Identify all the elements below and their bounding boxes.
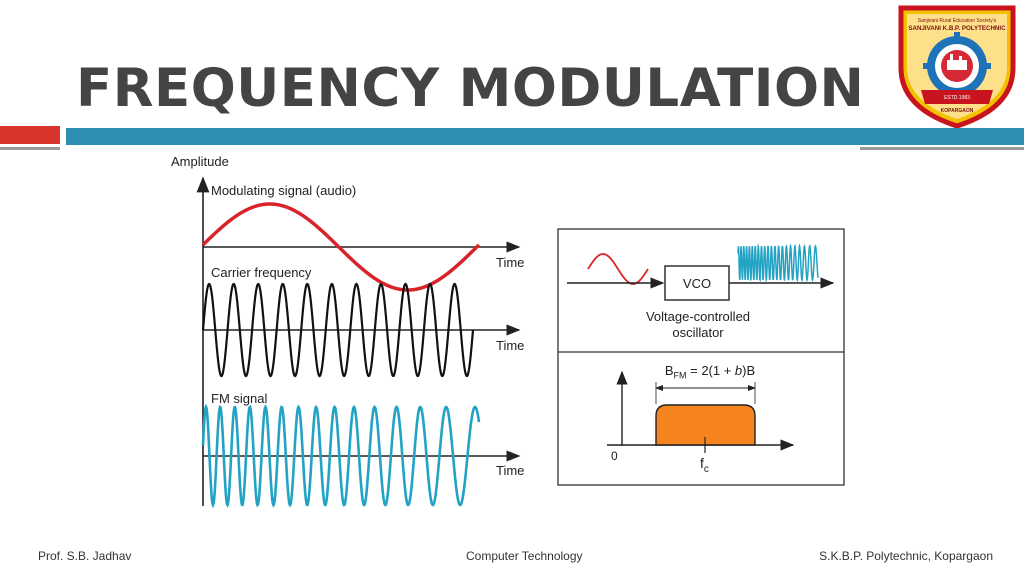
fm-spectrum-band [655, 404, 756, 446]
vco-caption-line1: Voltage-controlled [646, 309, 750, 324]
time-label-2: Time [496, 338, 524, 353]
footer-author: Prof. S.B. Jadhav [38, 549, 132, 563]
footer-institution: S.K.B.P. Polytechnic, Kopargaon [819, 549, 993, 563]
college-logo: Sanjivani Rural Education Society's SANJ… [893, 4, 1021, 129]
bandwidth-formula-box: BFM = 2(1 + b)B [664, 363, 756, 381]
time-label-1: Time [496, 255, 524, 270]
teal-accent-bar [66, 128, 1024, 145]
amplitude-label: Amplitude [171, 154, 229, 169]
vco-caption-line2: oscillator [672, 325, 724, 340]
carrier-wave [201, 282, 475, 378]
fm-signal-wave [201, 403, 481, 509]
fc-label: fc [700, 455, 709, 475]
slide-title: FREQUENCY MODULATION [76, 58, 865, 119]
gray-divider-right [860, 147, 1024, 150]
red-accent-bar [0, 126, 60, 144]
vco-label: VCO [683, 276, 711, 291]
modulating-signal-wave [201, 202, 481, 292]
modulating-signal-label: Modulating signal (audio) [211, 183, 356, 198]
carrier-frequency-label: Carrier frequency [211, 265, 312, 280]
logo-place-text: KOPARGAON [941, 108, 974, 114]
fm-diagram: Amplitude Modulating signal (audio) Time… [163, 146, 860, 509]
footer-department: Computer Technology [466, 549, 583, 563]
bandwidth-formula: BFM = 2(1 + b)B [664, 363, 756, 381]
logo-estd-text: ESTD.1983 [944, 95, 970, 101]
logo-name-text: SANJIVANI K.B.P. POLYTECHNIC [908, 25, 1006, 32]
vco-input-wave [587, 253, 649, 285]
time-label-3: Time [496, 463, 524, 478]
fm-signal-label: FM signal [211, 391, 267, 406]
logo-society-text: Sanjivani Rural Education Society's [918, 18, 997, 24]
spectrum-zero-label: 0 [611, 449, 618, 463]
gray-divider-left [0, 147, 60, 150]
vco-output-wave [737, 243, 819, 283]
